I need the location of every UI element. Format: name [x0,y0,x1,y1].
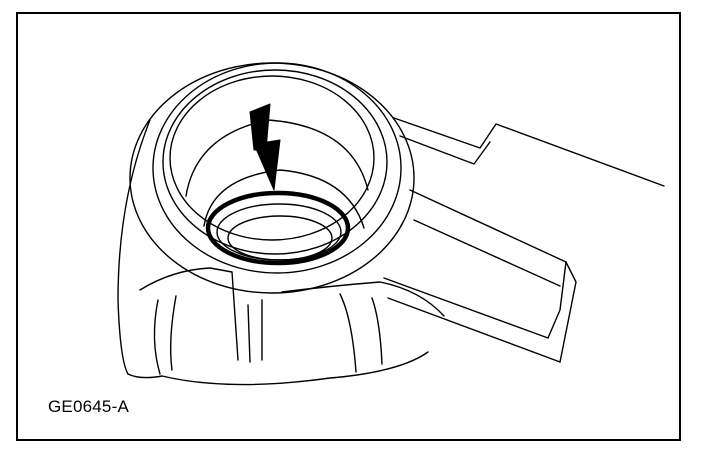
bore-inner-wall [169,75,375,241]
figure-id-label: GE0645-A [48,397,129,416]
seal-ring-inner [216,203,342,261]
skirt-bottom [161,351,429,386]
web-left-2 [169,295,177,371]
arm-top-edge [393,117,665,187]
housing-lower-left [127,373,163,379]
web-left [153,299,161,375]
arm-underside-2 [387,297,561,363]
skirt-rim [281,281,445,317]
seal-ring-outer [205,190,351,266]
bore-step [203,169,365,229]
arm-end [559,261,577,363]
housing-left-body [117,119,151,375]
web-center [247,304,251,363]
arm-end-face [547,261,567,339]
arm-top-edge-inner [399,135,491,165]
arm-underside [383,277,549,339]
arm-side-2 [413,219,561,287]
skirt-edge [139,267,239,361]
down-arrow-icon [249,103,281,191]
skirt-right [339,293,357,373]
arm-side [409,189,567,263]
skirt-right-2 [371,297,383,365]
bore-chamfer [162,69,388,255]
bore-bottom [227,215,333,261]
bore-outer-edge [152,62,402,274]
